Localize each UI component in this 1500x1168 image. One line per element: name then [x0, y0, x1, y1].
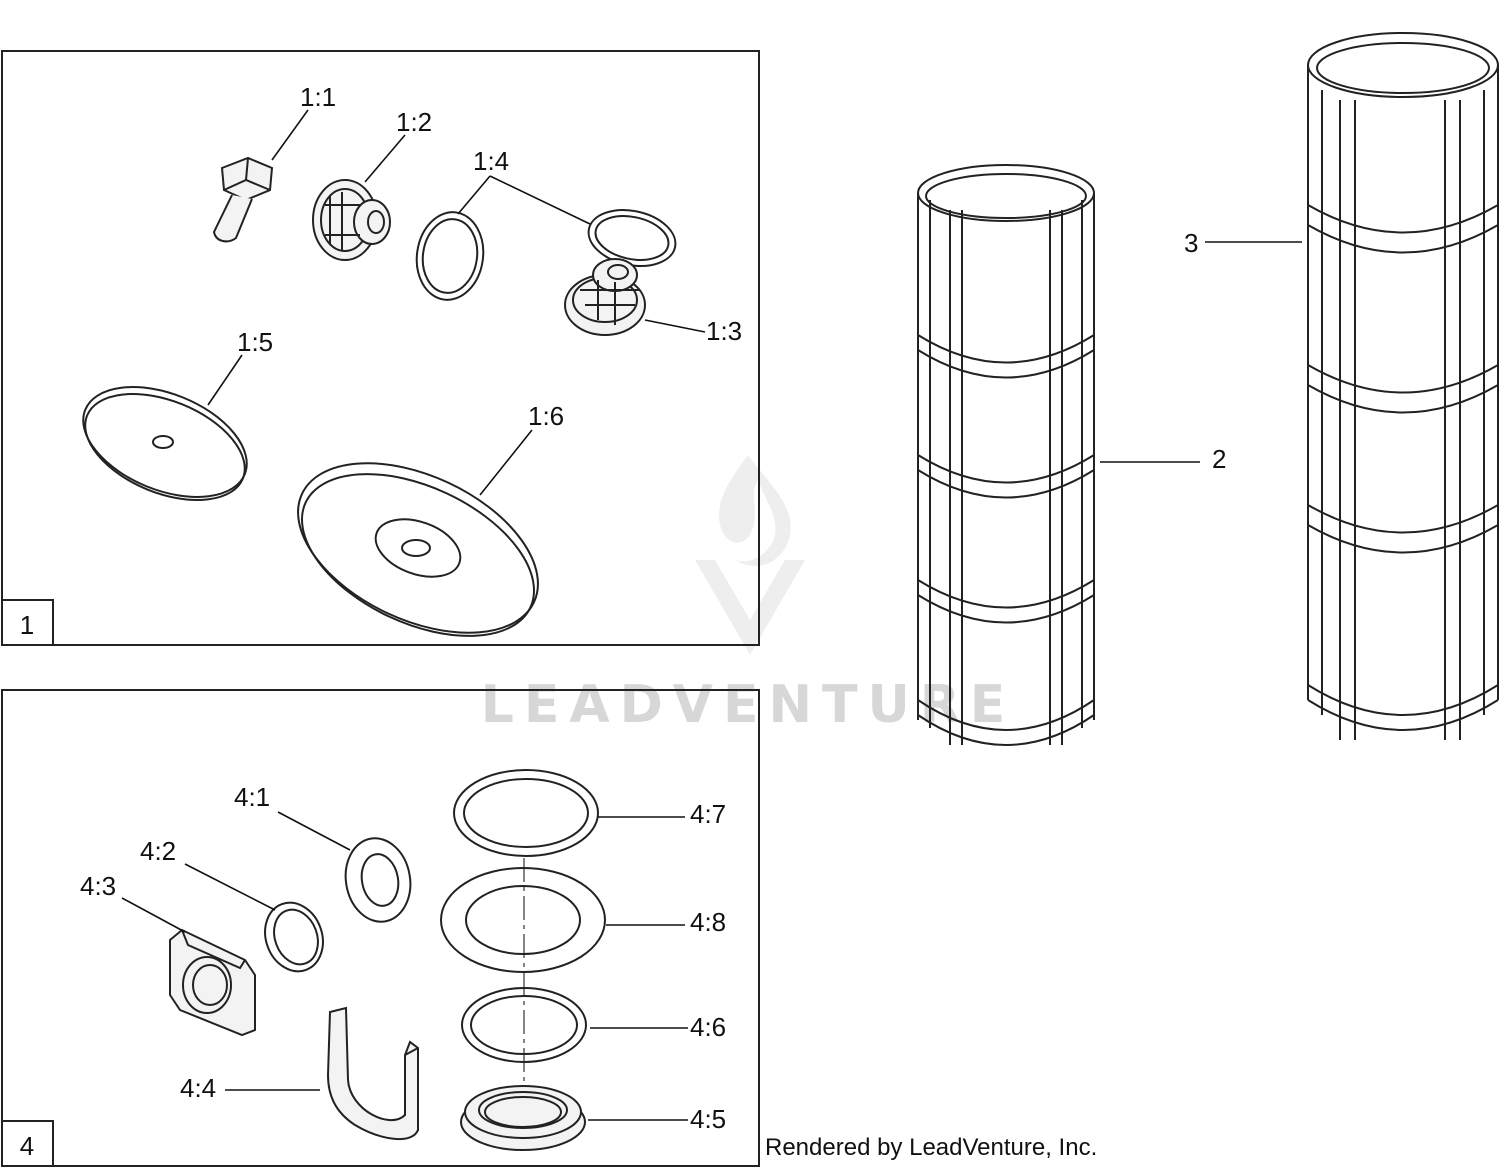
callout-3: 3: [1184, 228, 1198, 258]
panel-1-tag-box: [1, 599, 54, 646]
callout-2: 2: [1212, 444, 1226, 474]
part-4-8-seal: [440, 867, 606, 973]
callout-4-1: 4:1: [234, 782, 270, 812]
callout-1-5: 1:5: [237, 327, 273, 357]
callout-4-7: 4:7: [690, 799, 726, 829]
part-1-3-valve: [564, 258, 646, 336]
leader-4-3: [121, 897, 186, 933]
callout-4-3: 4:3: [80, 871, 116, 901]
watermark-logo-icon: [695, 455, 805, 655]
panel-4-tag-box: [1, 1120, 54, 1167]
callout-1-1: 1:1: [300, 82, 336, 112]
leader-1-6: [479, 429, 533, 496]
part-4-4-u-clip: [326, 1006, 419, 1141]
leader-1-4b: [489, 175, 591, 225]
part-4-6-o-ring: [461, 987, 587, 1063]
leader-1-1: [271, 109, 309, 161]
panel-1: 1 1:1 1:2 1:4: [1, 50, 760, 646]
panel-4: 4 4:1 4:2 4:3 4:4: [1, 689, 760, 1167]
callout-1-4: 1:4: [473, 146, 509, 176]
leader-1-2: [364, 134, 406, 183]
leader-4-2: [184, 863, 276, 911]
callout-1-3: 1:3: [706, 316, 742, 346]
part-1-5-diaphragm: [82, 386, 248, 502]
leader-1-4a: [457, 175, 491, 215]
part-1-2-valve: [312, 179, 391, 261]
part-1-4-o-rings: [415, 209, 677, 301]
render-credit: Rendered by LeadVenture, Inc.: [765, 1134, 1097, 1161]
callout-1-2: 1:2: [396, 107, 432, 137]
callout-1-6: 1:6: [528, 401, 564, 431]
part-1-6-diaphragm: [297, 462, 539, 637]
panel-4-frame: [1, 689, 760, 1167]
callout-4-5: 4:5: [690, 1104, 726, 1134]
callout-4-2: 4:2: [140, 836, 176, 866]
panel-1-frame: [1, 50, 760, 646]
leader-4-1: [277, 811, 351, 851]
part-2-strainer: [917, 164, 1095, 746]
callout-4-4: 4:4: [180, 1073, 216, 1103]
part-4-3-housing: [169, 928, 256, 1037]
callout-4-8: 4:8: [690, 907, 726, 937]
part-4-5-bushing: [460, 1085, 586, 1151]
callout-4-6: 4:6: [690, 1012, 726, 1042]
leader-1-5: [207, 354, 243, 406]
panel-4-tag: 4: [20, 1131, 34, 1161]
part-4-7-o-ring: [453, 769, 599, 857]
part-1-1-bolt: [212, 156, 274, 243]
leader-1-3: [644, 319, 706, 333]
part-4-2-ring: [264, 901, 324, 973]
part-4-1-washer: [344, 837, 412, 923]
part-3-strainer: [1307, 32, 1499, 740]
panel-1-tag: 1: [20, 610, 34, 640]
